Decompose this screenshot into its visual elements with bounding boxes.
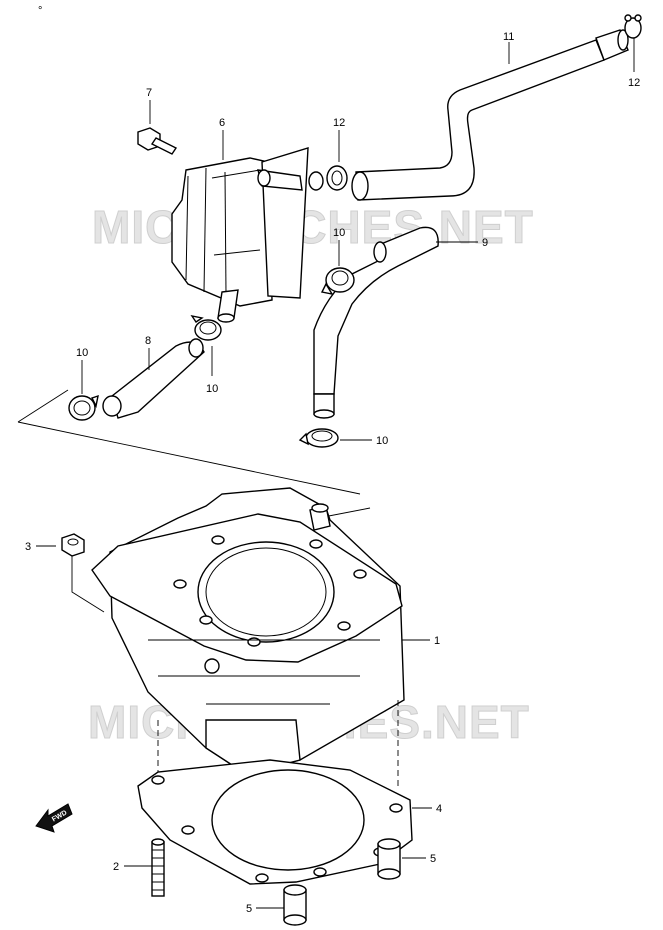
base-gasket	[137, 759, 413, 885]
callouts: 1 2 3 4 5 5 6 7 8 9 10 10 10 10 11 12 12	[25, 31, 640, 915]
nut-3	[61, 533, 85, 557]
callout-9: 9	[482, 237, 488, 249]
breather-tank	[171, 147, 309, 323]
callout-10-left: 10	[76, 347, 88, 359]
corner-mark: °	[38, 5, 42, 17]
callout-6: 6	[219, 117, 225, 129]
guide-line-left	[17, 389, 361, 495]
hose-8	[102, 338, 205, 419]
callout-12-top: 12	[628, 77, 640, 89]
callout-2: 2	[113, 861, 119, 873]
dowel-5-bottom	[283, 884, 307, 926]
bolt-7	[137, 127, 178, 155]
clamp-10-upper	[320, 267, 355, 295]
callout-1: 1	[434, 635, 440, 647]
hose-11	[351, 29, 629, 201]
callout-5-right: 5	[430, 853, 436, 865]
hose-9	[313, 226, 439, 419]
callout-4: 4	[436, 803, 442, 815]
callout-7: 7	[146, 87, 152, 99]
stud-2	[151, 838, 165, 897]
clamp-10-tank	[190, 314, 222, 341]
callout-10-upper: 10	[333, 227, 345, 239]
callout-10-lower: 10	[376, 435, 388, 447]
callout-8: 8	[145, 335, 151, 347]
clamp-12-middle	[308, 165, 348, 191]
callout-5-bottom: 5	[246, 903, 252, 915]
clamp-10-lower	[298, 428, 339, 448]
clamp-10-left	[68, 394, 99, 421]
callout-11: 11	[503, 31, 514, 43]
callout-12-middle: 12	[333, 117, 345, 129]
clamp-12-top	[624, 14, 642, 39]
dowel-5-right	[377, 838, 401, 880]
callout-10-tank: 10	[206, 383, 218, 395]
leader-lines	[36, 38, 635, 909]
watermark-top: MICROFICHES.NET	[92, 201, 534, 253]
callout-3: 3	[25, 541, 31, 553]
cylinder	[91, 487, 405, 775]
nut-3-leader	[71, 556, 105, 613]
fwd-arrow-icon: FWD	[35, 803, 73, 833]
